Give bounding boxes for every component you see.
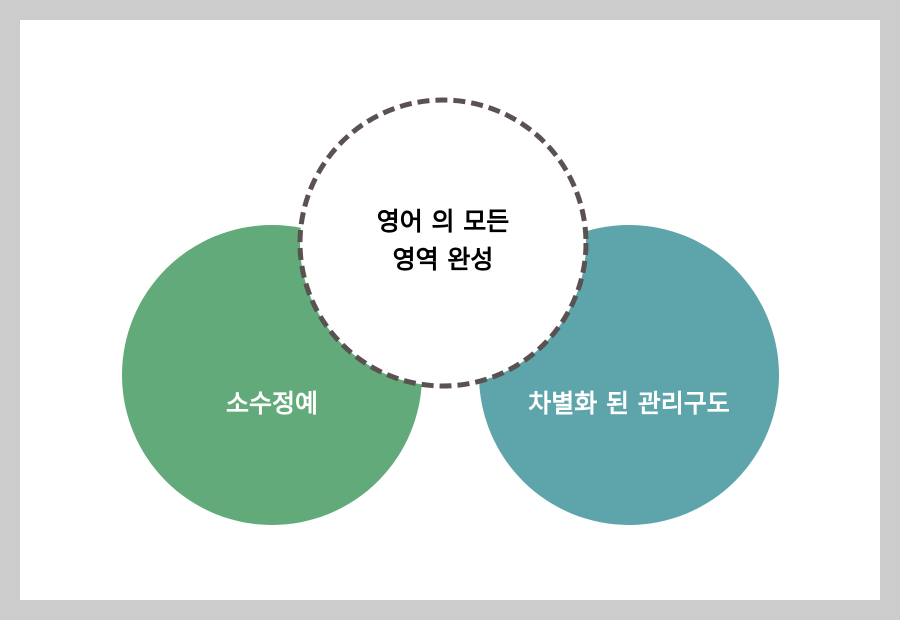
right-circle-label: 차별화 된 관리구도 — [528, 389, 730, 418]
center-circle — [297, 97, 589, 389]
left-circle-label: 소수정예 — [225, 389, 318, 418]
center-circle-label-line1: 영어 의 모든 — [376, 207, 510, 236]
center-circle-label-line2: 영역 완성 — [392, 245, 494, 274]
